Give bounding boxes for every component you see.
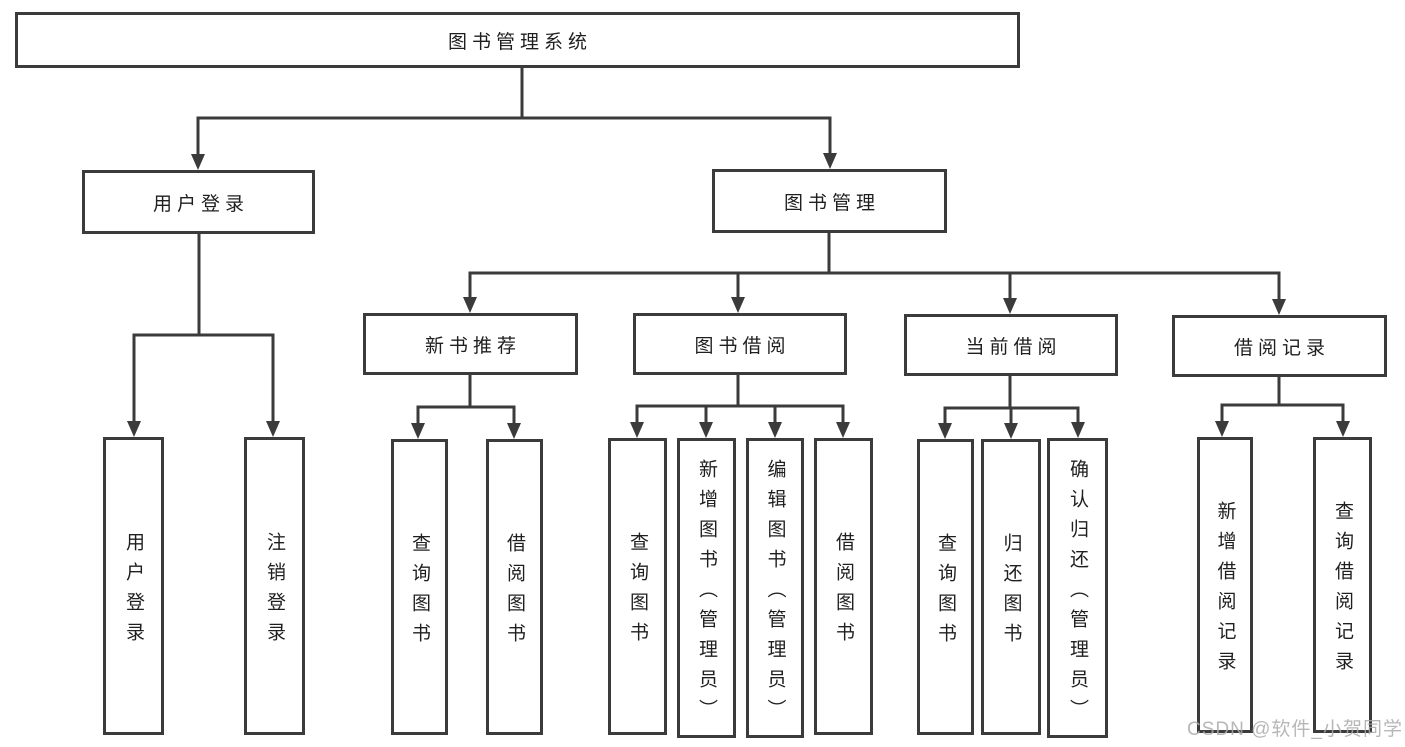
node-new-book-recommend: 新书推荐 bbox=[363, 313, 578, 375]
node-book-borrowing: 图书借阅 bbox=[633, 313, 847, 375]
node-label: 借阅记录 bbox=[1233, 337, 1330, 359]
node-label: 注销登录 bbox=[264, 531, 285, 652]
node-leaf-br-add-record: 新增借阅记录 bbox=[1197, 437, 1253, 733]
node-label: 新增图书（管理员） bbox=[696, 458, 717, 729]
node-book-management: 图书管理 bbox=[712, 169, 947, 233]
node-label: 编辑图书（管理员） bbox=[764, 458, 786, 729]
arrowhead-icon bbox=[768, 422, 782, 438]
node-label: 借阅图书 bbox=[504, 532, 525, 653]
node-leaf-cb-query-book: 查询图书 bbox=[917, 439, 974, 735]
node-leaf-cb-return-book: 归还图书 bbox=[981, 439, 1041, 735]
node-leaf-br-query-record: 查询借阅记录 bbox=[1313, 437, 1372, 733]
arrowhead-icon bbox=[411, 423, 425, 439]
node-label: 查询图书 bbox=[627, 532, 648, 652]
arrowhead-icon bbox=[1272, 299, 1286, 315]
node-label: 查询图书 bbox=[409, 532, 430, 653]
arrowhead-icon bbox=[127, 421, 141, 437]
node-label: 归还图书 bbox=[1000, 532, 1022, 653]
node-label: 用户登录 bbox=[123, 531, 144, 652]
node-leaf-nb-borrow-book: 借阅图书 bbox=[486, 439, 543, 735]
node-label: 图书借阅 bbox=[694, 335, 791, 357]
node-label: 查询图书 bbox=[935, 532, 956, 653]
node-leaf-logout: 注销登录 bbox=[244, 437, 305, 735]
arrowhead-icon bbox=[463, 297, 477, 313]
arrowhead-icon bbox=[507, 423, 521, 439]
node-leaf-bb-add-book: 新增图书（管理员） bbox=[677, 438, 736, 738]
arrowhead-icon bbox=[938, 423, 952, 439]
node-label: 图书管理系统 bbox=[447, 31, 592, 53]
node-label: 用户登录 bbox=[152, 193, 249, 215]
node-label: 新书推荐 bbox=[424, 335, 521, 357]
node-label: 图书管理 bbox=[783, 192, 880, 214]
node-leaf-user-login: 用户登录 bbox=[103, 437, 164, 735]
arrowhead-icon bbox=[630, 422, 644, 438]
arrowhead-icon bbox=[1336, 421, 1350, 437]
arrowhead-icon bbox=[266, 421, 280, 437]
arrowhead-icon bbox=[699, 422, 713, 438]
node-label: 当前借阅 bbox=[965, 336, 1062, 358]
node-user-login: 用户登录 bbox=[82, 170, 315, 234]
node-label: 查询借阅记录 bbox=[1332, 500, 1353, 681]
node-leaf-bb-query-book: 查询图书 bbox=[608, 438, 667, 735]
arrowhead-icon bbox=[1004, 423, 1018, 439]
node-leaf-cb-confirm-return: 确认归还（管理员） bbox=[1047, 438, 1108, 738]
arrowhead-icon bbox=[1003, 298, 1017, 314]
arrowhead-icon bbox=[731, 297, 745, 313]
node-label: 确认归还（管理员） bbox=[1067, 458, 1088, 729]
node-leaf-bb-borrow-book: 借阅图书 bbox=[814, 438, 873, 735]
node-borrowing-records: 借阅记录 bbox=[1172, 315, 1387, 377]
arrowhead-icon bbox=[1071, 422, 1085, 438]
arrowhead-icon bbox=[191, 154, 205, 170]
node-root: 图书管理系统 bbox=[15, 12, 1020, 68]
node-leaf-nb-query-book: 查询图书 bbox=[391, 439, 448, 735]
arrowhead-icon bbox=[1215, 421, 1229, 437]
arrowhead-icon bbox=[836, 422, 850, 438]
node-label: 借阅图书 bbox=[833, 532, 854, 652]
node-current-borrowing: 当前借阅 bbox=[904, 314, 1118, 376]
csdn-watermark: CSDN @软件_小贺同学 bbox=[1187, 719, 1403, 740]
node-leaf-bb-edit-book: 编辑图书（管理员） bbox=[746, 438, 804, 738]
node-label: 新增借阅记录 bbox=[1214, 500, 1236, 681]
arrowhead-icon bbox=[823, 153, 837, 169]
